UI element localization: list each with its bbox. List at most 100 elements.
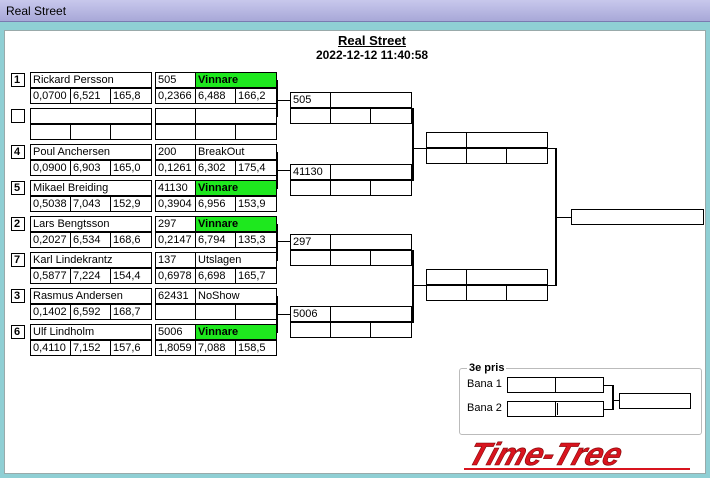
bana-1-input-b[interactable] — [555, 377, 604, 393]
speed-field[interactable]: 165,0 — [110, 160, 152, 176]
racer-name-field[interactable]: Rickard Persson — [30, 72, 152, 88]
reaction-time-field[interactable]: 0,0900 — [30, 160, 72, 176]
semi-result-field[interactable] — [466, 269, 548, 285]
speed-field-2[interactable]: 153,9 — [235, 196, 277, 212]
speed-field-2[interactable]: 135,3 — [235, 232, 277, 248]
round2-result-field[interactable] — [330, 306, 412, 322]
third-prize-result[interactable] — [619, 393, 691, 409]
round2-result-field[interactable] — [330, 234, 412, 250]
round2-time-field-b[interactable] — [330, 322, 372, 338]
result-status-field[interactable]: Vinnare — [195, 216, 277, 232]
semi-time-field-b[interactable] — [466, 148, 508, 164]
round2-time-field-c[interactable] — [370, 322, 412, 338]
elapsed-time-field-2[interactable]: 6,956 — [195, 196, 237, 212]
elapsed-time-field-2[interactable] — [195, 304, 237, 320]
racer-name-field[interactable]: Ulf Lindholm — [30, 324, 152, 340]
reaction-time-field[interactable] — [30, 124, 72, 140]
reaction-time-field[interactable]: 0,1402 — [30, 304, 72, 320]
reaction-time-field-2[interactable]: 0,2366 — [155, 88, 197, 104]
reaction-time-field-2[interactable]: 1,8059 — [155, 340, 197, 356]
speed-field-2[interactable]: 165,7 — [235, 268, 277, 284]
racer-name-field[interactable]: Poul Anchersen — [30, 144, 152, 160]
round2-time-field-b[interactable] — [330, 108, 372, 124]
elapsed-time-field-2[interactable]: 6,698 — [195, 268, 237, 284]
round2-car-field[interactable]: 505 — [290, 92, 332, 108]
reaction-time-field-2[interactable] — [155, 304, 197, 320]
round2-time-field-b[interactable] — [330, 180, 372, 196]
elapsed-time-field-2[interactable] — [195, 124, 237, 140]
reaction-time-field-2[interactable] — [155, 124, 197, 140]
elapsed-time-field[interactable]: 6,903 — [70, 160, 112, 176]
speed-field-2[interactable] — [235, 304, 277, 320]
semi-time-field-c[interactable] — [506, 148, 548, 164]
result-status-field[interactable]: BreakOut — [195, 144, 277, 160]
reaction-time-field[interactable]: 0,0700 — [30, 88, 72, 104]
semi-car-field[interactable] — [426, 132, 468, 148]
car-number-field[interactable]: 200 — [155, 144, 197, 160]
round2-car-field[interactable]: 5006 — [290, 306, 332, 322]
car-number-field[interactable] — [155, 108, 197, 124]
reaction-time-field-2[interactable]: 0,3904 — [155, 196, 197, 212]
reaction-time-field-2[interactable]: 0,6978 — [155, 268, 197, 284]
car-number-field[interactable]: 5006 — [155, 324, 197, 340]
result-status-field[interactable]: Vinnare — [195, 72, 277, 88]
speed-field[interactable]: 157,6 — [110, 340, 152, 356]
result-status-field[interactable]: Vinnare — [195, 324, 277, 340]
car-number-field[interactable]: 137 — [155, 252, 197, 268]
round2-time-field-a[interactable] — [290, 108, 332, 124]
final-winner-field[interactable] — [571, 209, 704, 225]
result-status-field[interactable]: Utslagen — [195, 252, 277, 268]
elapsed-time-field[interactable]: 7,152 — [70, 340, 112, 356]
racer-name-field[interactable]: Karl Lindekrantz — [30, 252, 152, 268]
semi-time-field-b[interactable] — [466, 285, 508, 301]
semi-time-field-a[interactable] — [426, 285, 468, 301]
speed-field[interactable]: 154,4 — [110, 268, 152, 284]
round2-time-field-c[interactable] — [370, 250, 412, 266]
round2-car-field[interactable]: 297 — [290, 234, 332, 250]
semi-time-field-c[interactable] — [506, 285, 548, 301]
round2-car-field[interactable]: 41130 — [290, 164, 332, 180]
round2-time-field-a[interactable] — [290, 180, 332, 196]
elapsed-time-field[interactable]: 6,521 — [70, 88, 112, 104]
reaction-time-field-2[interactable]: 0,2147 — [155, 232, 197, 248]
car-number-field[interactable]: 505 — [155, 72, 197, 88]
result-status-field[interactable] — [195, 108, 277, 124]
round2-time-field-a[interactable] — [290, 322, 332, 338]
elapsed-time-field[interactable] — [70, 124, 112, 140]
speed-field[interactable]: 165,8 — [110, 88, 152, 104]
round2-result-field[interactable] — [330, 164, 412, 180]
result-status-field[interactable]: Vinnare — [195, 180, 277, 196]
elapsed-time-field-2[interactable]: 6,488 — [195, 88, 237, 104]
elapsed-time-field-2[interactable]: 6,794 — [195, 232, 237, 248]
round2-time-field-a[interactable] — [290, 250, 332, 266]
result-status-field[interactable]: NoShow — [195, 288, 277, 304]
speed-field-2[interactable] — [235, 124, 277, 140]
round2-time-field-c[interactable] — [370, 108, 412, 124]
elapsed-time-field[interactable]: 6,592 — [70, 304, 112, 320]
elapsed-time-field[interactable]: 7,043 — [70, 196, 112, 212]
bana-2-input-a[interactable] — [507, 401, 557, 417]
car-number-field[interactable]: 41130 — [155, 180, 197, 196]
speed-field-2[interactable]: 175,4 — [235, 160, 277, 176]
reaction-time-field[interactable]: 0,5877 — [30, 268, 72, 284]
reaction-time-field[interactable]: 0,2027 — [30, 232, 72, 248]
racer-name-field[interactable]: Mikael Breiding — [30, 180, 152, 196]
semi-result-field[interactable] — [466, 132, 548, 148]
speed-field[interactable] — [110, 124, 152, 140]
racer-name-field[interactable]: Rasmus Andersen — [30, 288, 152, 304]
reaction-time-field[interactable]: 0,4110 — [30, 340, 72, 356]
reaction-time-field-2[interactable]: 0,1261 — [155, 160, 197, 176]
bana-2-input-b[interactable] — [555, 401, 604, 417]
speed-field-2[interactable]: 166,2 — [235, 88, 277, 104]
elapsed-time-field-2[interactable]: 7,088 — [195, 340, 237, 356]
speed-field[interactable]: 168,6 — [110, 232, 152, 248]
round2-time-field-b[interactable] — [330, 250, 372, 266]
bana-1-input-a[interactable] — [507, 377, 557, 393]
car-number-field[interactable]: 297 — [155, 216, 197, 232]
elapsed-time-field[interactable]: 7,224 — [70, 268, 112, 284]
round2-result-field[interactable] — [330, 92, 412, 108]
elapsed-time-field[interactable]: 6,534 — [70, 232, 112, 248]
racer-name-field[interactable]: Lars Bengtsson — [30, 216, 152, 232]
elapsed-time-field-2[interactable]: 6,302 — [195, 160, 237, 176]
semi-time-field-a[interactable] — [426, 148, 468, 164]
